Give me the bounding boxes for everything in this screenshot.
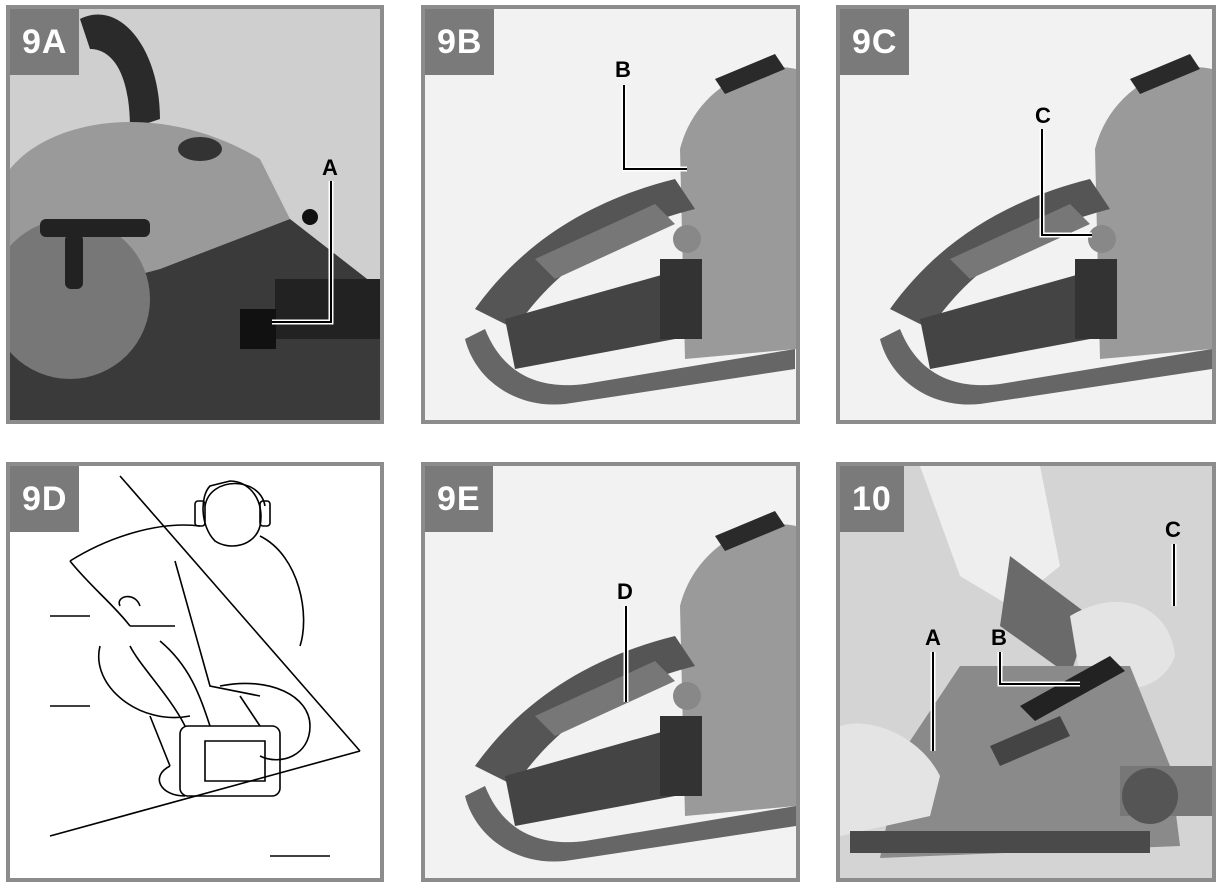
hands-holding-chainsaw-photo — [840, 466, 1212, 878]
panel-9e: 9E D — [421, 462, 800, 882]
panel-9d: 9D — [6, 462, 384, 882]
chainsaw-front-handle-photo — [425, 466, 796, 878]
operator-starting-chainsaw-illustration — [49, 475, 361, 857]
callout-c-label: C — [1035, 103, 1051, 128]
panel-10: 10 A B C — [836, 462, 1216, 882]
callout-b-label: B — [615, 57, 631, 82]
callout-b-leader — [621, 85, 687, 172]
panel-9c: 9C C — [836, 5, 1216, 424]
panel-9b: 9B B — [421, 5, 800, 424]
chainsaw-front-handle-photo — [425, 9, 796, 420]
chainsaw-top-cover-photo — [10, 9, 380, 420]
figure-tag: 9A — [10, 9, 80, 75]
callout-d-label: D — [617, 579, 633, 604]
figure-tag: 9E — [425, 466, 493, 532]
callout-b-label: B — [991, 625, 1007, 650]
panel-9a: 9A A — [6, 5, 384, 424]
figure-tag: 10 — [840, 466, 904, 532]
callout-a-leader — [272, 181, 334, 325]
callout-a-label: A — [925, 625, 941, 650]
figure-tag: 9C — [840, 9, 910, 75]
callout-leaders — [930, 544, 1177, 751]
chainsaw-front-handle-photo — [840, 9, 1212, 420]
callout-c-leader — [1039, 129, 1092, 238]
figure-tag: 9D — [10, 466, 80, 532]
callout-a-label: A — [322, 155, 338, 180]
figure-tag: 9B — [425, 9, 495, 75]
callout-d-leader — [623, 606, 629, 702]
callout-c-label: C — [1165, 517, 1181, 542]
